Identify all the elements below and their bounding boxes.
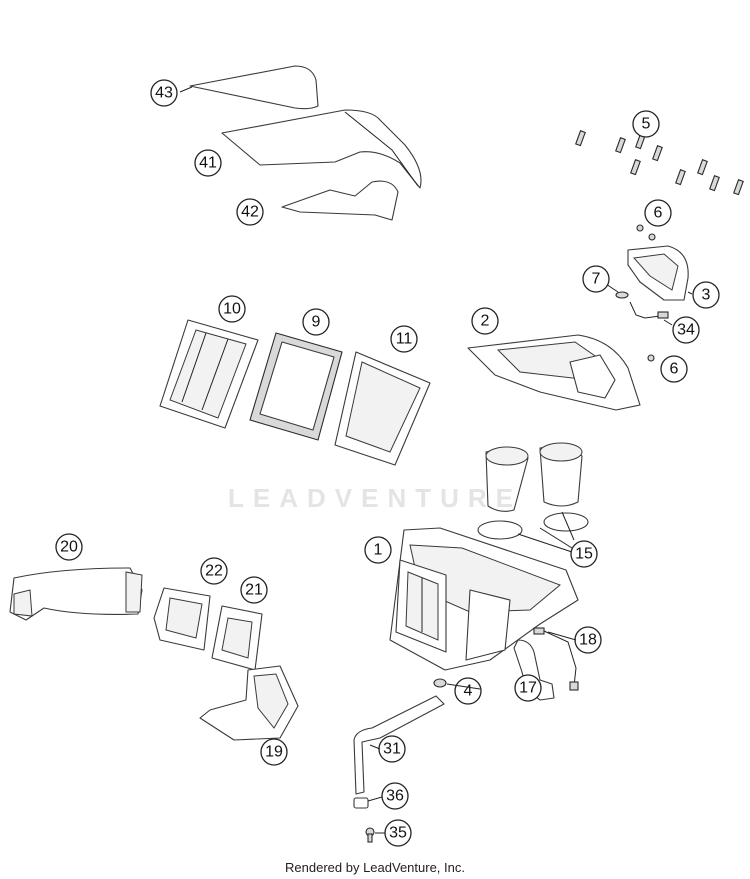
svg-text:2: 2 xyxy=(481,313,490,330)
callout-15: 15 xyxy=(570,540,598,568)
svg-text:21: 21 xyxy=(245,582,263,599)
part-18-clamp xyxy=(533,627,579,691)
footer-credit: Rendered by LeadVenture, Inc. xyxy=(285,860,465,875)
callout-36: 36 xyxy=(381,782,409,810)
callout-leaders xyxy=(367,631,577,834)
callout-18: 18 xyxy=(574,626,602,654)
part-11-filter-cage xyxy=(334,351,431,466)
svg-text:6: 6 xyxy=(654,205,663,222)
part-10-filter xyxy=(159,319,259,429)
part-5-bolts xyxy=(575,130,744,196)
callout-21: 21 xyxy=(240,576,268,604)
part-19-intake-duct xyxy=(199,665,299,741)
part-35-screw xyxy=(365,827,375,843)
svg-text:22: 22 xyxy=(205,563,223,580)
part-2-airbox-lid xyxy=(467,334,641,411)
part-22-adapter xyxy=(153,587,211,651)
callout-35: 35 xyxy=(384,819,412,847)
callout-6-top: 6 xyxy=(644,199,672,227)
callout-3: 3 xyxy=(692,281,720,309)
svg-text:1: 1 xyxy=(374,542,383,559)
svg-text:6: 6 xyxy=(670,361,679,378)
svg-text:5: 5 xyxy=(642,116,651,133)
callout-1: 1 xyxy=(364,536,392,564)
svg-text:11: 11 xyxy=(396,331,413,348)
part-6-screws xyxy=(636,224,656,362)
svg-text:4: 4 xyxy=(464,683,473,700)
part-21-adapter xyxy=(211,605,263,671)
part-34-sensor xyxy=(629,301,669,319)
svg-text:20: 20 xyxy=(60,539,78,556)
svg-text:36: 36 xyxy=(386,788,404,805)
callout-22: 22 xyxy=(200,557,228,585)
callout-31: 31 xyxy=(378,735,406,763)
svg-text:19: 19 xyxy=(265,744,283,761)
svg-text:10: 10 xyxy=(223,301,241,318)
svg-text:3: 3 xyxy=(702,287,711,304)
svg-text:7: 7 xyxy=(592,271,601,288)
svg-text:35: 35 xyxy=(389,825,407,842)
svg-text:17: 17 xyxy=(519,680,537,697)
watermark: LEADVENTURE xyxy=(227,483,522,513)
part-41-cover xyxy=(221,109,422,189)
svg-text:41: 41 xyxy=(199,155,217,172)
part-9-filter-element xyxy=(249,332,343,441)
svg-text:18: 18 xyxy=(579,632,597,649)
part-4-clamp xyxy=(433,678,447,688)
part-1-airbox xyxy=(389,527,579,671)
callout-10: 10 xyxy=(218,295,246,323)
part-3-bracket xyxy=(627,245,689,301)
callout-43: 43 xyxy=(150,79,178,107)
part-43-cover xyxy=(179,65,319,110)
part-31-hose xyxy=(353,695,445,795)
svg-text:31: 31 xyxy=(383,741,401,758)
part-36-plug xyxy=(353,797,369,809)
callout-20: 20 xyxy=(55,533,83,561)
callout-11: 11 xyxy=(390,325,418,353)
callout-9: 9 xyxy=(302,308,330,336)
callout-17: 17 xyxy=(514,674,542,702)
svg-text:43: 43 xyxy=(155,85,173,102)
part-20-duct xyxy=(9,567,143,621)
part-7-clip xyxy=(615,291,629,299)
callout-41: 41 xyxy=(194,149,222,177)
callout-4: 4 xyxy=(454,677,482,705)
callout-6-bottom: 6 xyxy=(660,355,688,383)
callout-19: 19 xyxy=(260,738,288,766)
callout-5: 5 xyxy=(632,110,660,138)
callout-2: 2 xyxy=(471,307,499,335)
part-42-pad xyxy=(281,180,399,221)
svg-text:9: 9 xyxy=(312,314,321,331)
svg-text:15: 15 xyxy=(575,546,593,563)
callout-42: 42 xyxy=(236,198,264,226)
callout-34: 34 xyxy=(672,316,700,344)
svg-text:42: 42 xyxy=(241,204,259,221)
part-15-intake-funnels xyxy=(477,442,589,553)
svg-text:34: 34 xyxy=(677,322,695,339)
callout-7: 7 xyxy=(582,265,610,293)
